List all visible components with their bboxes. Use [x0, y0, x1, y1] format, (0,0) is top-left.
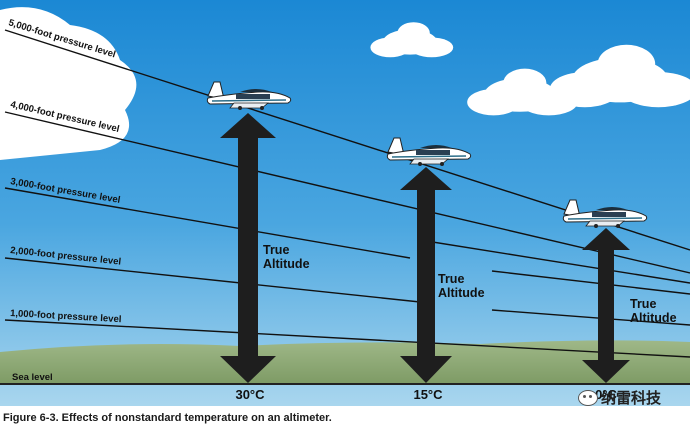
pressure-line-3000	[4, 187, 411, 259]
true-altitude-label-0-line2: Altitude	[630, 311, 677, 325]
temperature-30: 30°C	[235, 387, 265, 402]
pressure-line-3000-right	[419, 239, 690, 284]
true-altitude-arrow-30	[220, 113, 276, 383]
pressure-lines	[4, 29, 690, 358]
true-altitude-label-30-line1: True	[263, 243, 289, 257]
altimeter-diagram: 5,000-foot pressure level 4,000-foot pre…	[0, 0, 690, 406]
temperature-0: 0°C	[595, 387, 617, 402]
true-altitude-label-0-line1: True	[630, 297, 656, 311]
watermark: 纳雷科技	[578, 387, 661, 408]
pressure-line-1000-right	[491, 309, 690, 326]
pressure-line-2000	[4, 257, 421, 303]
true-altitude-arrow-15	[400, 167, 452, 383]
wechat-icon	[578, 389, 598, 406]
watermark-text: 纳雷科技	[601, 389, 662, 407]
label-sea-level: Sea level	[12, 372, 53, 383]
figure-caption: Figure 6-3. Effects of nonstandard tempe…	[3, 412, 332, 424]
true-altitude-label-15-line1: True	[438, 272, 464, 286]
pressure-line-2000-right	[491, 270, 690, 295]
pressure-line-1000	[4, 319, 690, 358]
true-altitude-arrow-0	[582, 228, 630, 383]
true-altitude-label-15-line2: Altitude	[438, 286, 485, 300]
ground	[0, 340, 690, 385]
pressure-line-4000	[4, 111, 690, 274]
true-altitude-label-30-line2: Altitude	[263, 257, 310, 271]
temperature-15: 15°C	[413, 387, 443, 402]
